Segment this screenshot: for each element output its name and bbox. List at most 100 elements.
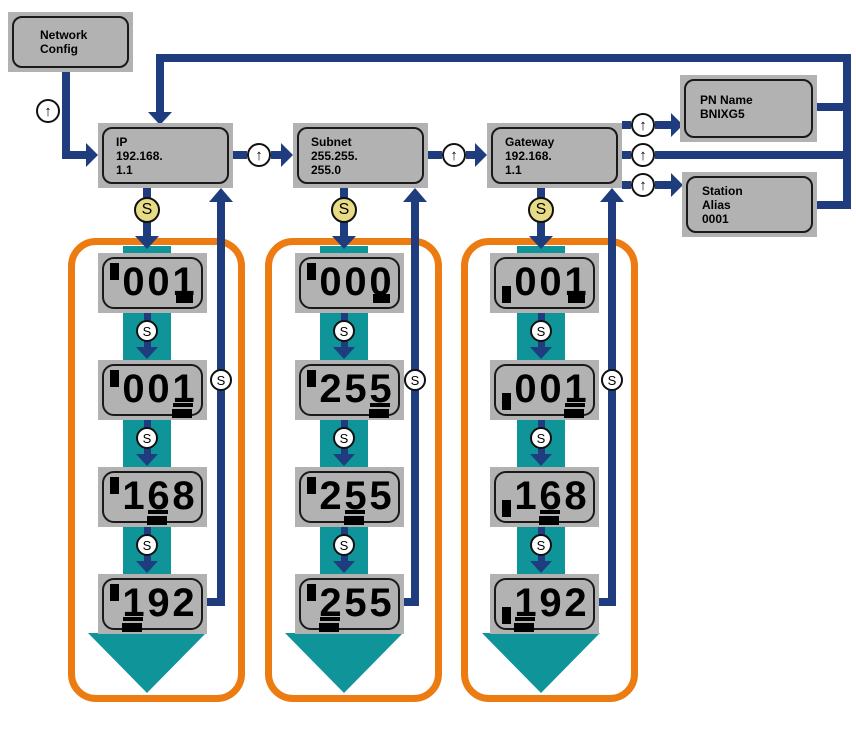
up-key-icon: ↑ xyxy=(631,143,655,167)
return-arrow xyxy=(600,188,624,202)
step-arrow xyxy=(333,454,355,466)
position-marker xyxy=(110,263,119,280)
network-config-box: Network Config xyxy=(12,16,129,68)
step-arrow xyxy=(136,347,158,359)
arrow-into-station-alias xyxy=(671,173,683,197)
flow-exit-arrow xyxy=(285,633,403,693)
lcd-digit: 0 xyxy=(319,260,342,304)
ip-box: IP 192.168. 1.1 xyxy=(102,127,229,184)
network-drop-elbow xyxy=(62,151,86,159)
return-stub xyxy=(599,598,608,606)
lcd-digit: 9 xyxy=(539,581,562,625)
set-drop-arrow xyxy=(529,236,553,249)
position-marker xyxy=(110,477,119,494)
set-key-icon: S xyxy=(601,369,623,391)
up-key-icon: ↑ xyxy=(442,143,466,167)
node-value: 1.1 xyxy=(116,163,133,177)
arrow-into-ip-top xyxy=(148,112,172,125)
node-title: IP xyxy=(116,135,128,149)
right-return-line xyxy=(843,54,851,209)
position-marker xyxy=(110,370,119,387)
set-key-icon: S xyxy=(136,534,158,556)
node-value: 192.168. xyxy=(505,149,552,163)
position-marker xyxy=(307,370,316,387)
position-marker xyxy=(502,500,511,517)
step-arrow xyxy=(333,347,355,359)
lcd-digit: 0 xyxy=(147,260,170,304)
top-return-drop xyxy=(156,58,164,112)
entry-cursor xyxy=(568,294,585,303)
position-marker xyxy=(307,263,316,280)
lcd-digit: 5 xyxy=(369,474,392,518)
set-drop-arrow xyxy=(135,236,159,249)
up-key-icon: ↑ xyxy=(247,143,271,167)
station-alias-line xyxy=(655,181,671,189)
entry-cursor xyxy=(373,294,390,303)
lcd-digit: 1 xyxy=(514,581,537,632)
step-arrow xyxy=(530,347,552,359)
position-marker xyxy=(502,286,511,303)
pn-name-stub xyxy=(817,103,843,111)
step-arrow xyxy=(333,561,355,573)
position-marker xyxy=(502,393,511,410)
node-title: Subnet xyxy=(311,135,352,149)
node-label: Network xyxy=(40,28,88,42)
step-arrow xyxy=(136,454,158,466)
position-marker xyxy=(110,584,119,601)
lcd-digit: 1 xyxy=(564,367,587,418)
pn-name-line xyxy=(655,121,671,129)
set-key-icon: S xyxy=(333,534,355,556)
lcd-digit: 5 xyxy=(344,474,367,525)
pn-name-node: PN Name BNIXG5 xyxy=(680,75,817,142)
lcd-digit: 6 xyxy=(539,474,562,525)
lcd-digit: 1 xyxy=(122,581,145,632)
gateway-stub-mid xyxy=(622,151,631,159)
lcd-digit: 2 xyxy=(564,581,587,625)
set-key-icon: S xyxy=(331,197,357,223)
flow-exit-arrow xyxy=(88,633,206,693)
return-arrow xyxy=(209,188,233,202)
lcd-digit: 8 xyxy=(172,474,195,518)
entry-cursor xyxy=(176,294,193,303)
return-stub xyxy=(207,598,217,606)
network-config-node: Network Config xyxy=(8,12,133,72)
subnet-node: Subnet 255.255. 255.0 xyxy=(293,123,428,188)
gateway-node: Gateway 192.168. 1.1 xyxy=(487,123,622,188)
set-key-icon: S xyxy=(530,427,552,449)
lcd-digit: 5 xyxy=(369,367,392,418)
lcd-digit: 2 xyxy=(319,474,342,518)
node-value: 192.168. xyxy=(116,149,163,163)
lcd-digit: 5 xyxy=(344,367,367,411)
step-arrow xyxy=(530,561,552,573)
node-value: BNIXG5 xyxy=(700,107,745,121)
set-drop-arrow xyxy=(332,236,356,249)
return-line xyxy=(608,202,616,606)
up-key-icon: ↑ xyxy=(631,173,655,197)
node-value: 0001 xyxy=(702,212,729,226)
lcd-digit: 0 xyxy=(344,260,367,304)
set-key-icon: S xyxy=(333,427,355,449)
ip-subnet-line-b xyxy=(271,151,281,159)
node-title: Station xyxy=(702,184,743,198)
position-marker xyxy=(307,477,316,494)
return-stub xyxy=(404,598,411,606)
set-key-icon: S xyxy=(210,369,232,391)
arrow-into-subnet xyxy=(281,143,293,167)
gateway-box: Gateway 192.168. 1.1 xyxy=(491,127,618,184)
